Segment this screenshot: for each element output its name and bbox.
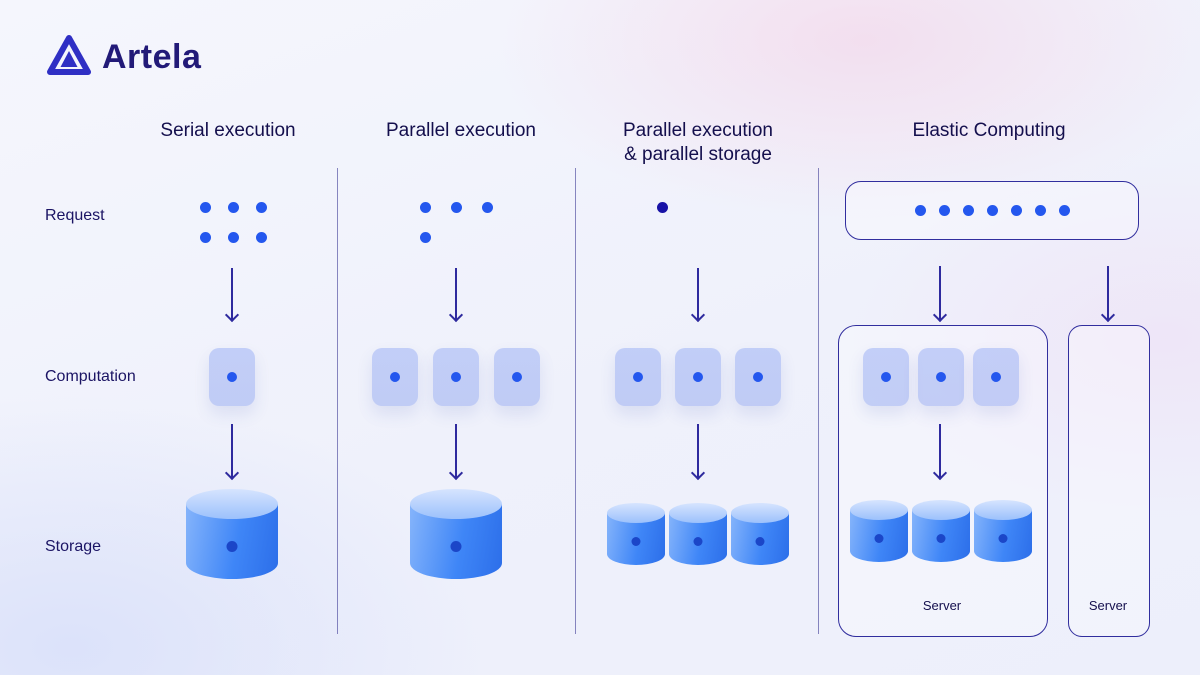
server-label: Server xyxy=(922,598,962,613)
storage-cylinder xyxy=(186,489,278,579)
arrow-down-icon xyxy=(697,424,699,478)
storage-dot-icon xyxy=(998,534,1008,543)
storage-dot-icon xyxy=(450,541,462,552)
storage-cylinder xyxy=(850,500,908,562)
arrow-down-icon xyxy=(1107,266,1109,320)
storage-dot-icon xyxy=(874,534,884,543)
cylinder-top xyxy=(186,489,278,519)
row-label-computation: Computation xyxy=(45,368,136,385)
request-dot xyxy=(420,232,431,243)
column-title-serial: Serial execution xyxy=(160,120,296,141)
column-title-elastic: Elastic Computing xyxy=(912,120,1066,141)
request-dot xyxy=(228,232,239,243)
column-title-parallel-storage-line2: & parallel storage xyxy=(624,144,772,165)
arrow-down-icon xyxy=(455,268,457,320)
column-title-parallel-storage: Parallel execution & parallel storage xyxy=(573,119,823,167)
request-dot xyxy=(451,202,462,213)
storage-cylinder xyxy=(731,503,789,565)
request-dot xyxy=(256,232,267,243)
cylinder-top xyxy=(410,489,502,519)
request-dot xyxy=(1034,205,1046,216)
cylinder-top xyxy=(669,503,727,523)
request-dot xyxy=(962,205,974,216)
request-dot xyxy=(200,202,211,213)
request-dot xyxy=(938,205,950,216)
row-label-storage: Storage xyxy=(45,538,102,555)
computation-dot-icon xyxy=(936,372,946,382)
storage-dot-icon xyxy=(631,537,641,546)
arrow-down-icon xyxy=(939,424,941,478)
computation-dot-icon xyxy=(390,372,400,382)
storage-cylinder xyxy=(669,503,727,565)
arrow-down-icon xyxy=(231,424,233,478)
storage-dot-icon xyxy=(936,534,946,543)
request-dot xyxy=(1010,205,1022,216)
request-dot xyxy=(200,232,211,243)
computation-dot-icon xyxy=(991,372,1001,382)
artela-logo-icon xyxy=(46,34,92,81)
computation-node xyxy=(675,348,721,406)
computation-dot-icon xyxy=(451,372,461,382)
column-title-parallel-storage-line1: Parallel execution xyxy=(623,120,773,141)
computation-dot-icon xyxy=(633,372,643,382)
storage-cylinder xyxy=(974,500,1032,562)
computation-node xyxy=(863,348,909,406)
request-queue-pill xyxy=(845,181,1139,240)
storage-cylinder xyxy=(912,500,970,562)
request-dot xyxy=(420,202,431,213)
column-divider xyxy=(575,168,576,634)
computation-node xyxy=(615,348,661,406)
brand: Artela xyxy=(46,34,201,81)
computation-node xyxy=(209,348,255,406)
row-label-request: Request xyxy=(45,207,105,224)
column-title-parallel: Parallel execution xyxy=(386,120,536,141)
computation-node xyxy=(735,348,781,406)
arrow-down-icon xyxy=(697,268,699,320)
computation-dot-icon xyxy=(512,372,522,382)
computation-dot-icon xyxy=(753,372,763,382)
computation-node xyxy=(918,348,964,406)
column-divider xyxy=(337,168,338,634)
computation-node xyxy=(973,348,1019,406)
computation-dot-icon xyxy=(881,372,891,382)
storage-dot-icon xyxy=(755,537,765,546)
request-dot xyxy=(228,202,239,213)
arrow-down-icon xyxy=(939,266,941,320)
server-box xyxy=(1068,325,1150,637)
request-dot xyxy=(986,205,998,216)
storage-cylinder xyxy=(410,489,502,579)
request-dot xyxy=(482,202,493,213)
request-dot xyxy=(914,205,926,216)
storage-dot-icon xyxy=(693,537,703,546)
cylinder-top xyxy=(974,500,1032,520)
arrow-down-icon xyxy=(455,424,457,478)
computation-node xyxy=(433,348,479,406)
computation-node xyxy=(494,348,540,406)
request-dot xyxy=(657,202,668,213)
request-dot xyxy=(1058,205,1070,216)
computation-node xyxy=(372,348,418,406)
computation-dot-icon xyxy=(693,372,703,382)
server-label: Server xyxy=(1088,598,1128,613)
request-dot xyxy=(256,202,267,213)
cylinder-top xyxy=(607,503,665,523)
brand-name: Artela xyxy=(102,38,202,76)
arrow-down-icon xyxy=(231,268,233,320)
cylinder-top xyxy=(731,503,789,523)
computation-dot-icon xyxy=(227,372,237,382)
storage-cylinder xyxy=(607,503,665,565)
cylinder-top xyxy=(912,500,970,520)
cylinder-top xyxy=(850,500,908,520)
column-divider xyxy=(818,168,819,634)
storage-dot-icon xyxy=(226,541,238,552)
